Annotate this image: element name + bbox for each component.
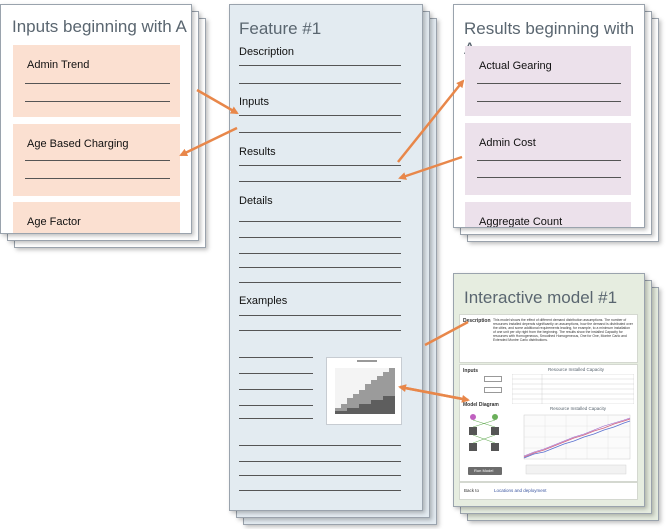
feature-examples-label: Examples	[239, 295, 288, 307]
input-card-age-based-charging[interactable]: Age Based Charging	[13, 124, 180, 196]
arrow-feature-to-model	[424, 320, 469, 347]
step-chart-icon	[335, 360, 395, 414]
table-title: Resource Installed Capacity	[548, 367, 605, 372]
example-chart-thumbnail[interactable]	[326, 357, 402, 425]
footer-locations-link[interactable]: Locations and deployment	[494, 488, 547, 493]
result-card-actual-gearing[interactable]: Actual Gearing	[465, 46, 631, 116]
model-diagram	[469, 414, 499, 451]
run-model-button-label: Run Model	[474, 468, 494, 473]
input-slider[interactable]	[484, 376, 502, 382]
input-card-label: Age Factor	[27, 216, 81, 228]
footer-back-label: Back to	[464, 488, 480, 493]
inputs-panel-title: Inputs beginning with A	[12, 17, 187, 36]
arrow-input-to-feature	[196, 88, 239, 115]
result-card-label: Aggregate Count	[479, 216, 563, 228]
feature-description-label: Description	[239, 46, 295, 58]
feature-title: Feature #1	[239, 19, 322, 38]
feature-results-label: Results	[239, 146, 276, 158]
result-card-aggregate-count[interactable]: Aggregate Count	[465, 202, 631, 228]
model-inputs-label: Inputs	[463, 368, 478, 374]
result-card-label: Actual Gearing	[479, 60, 552, 72]
input-card-label: Age Based Charging	[27, 138, 129, 150]
capacity-chart	[523, 414, 631, 475]
feature-inputs-label: Inputs	[239, 96, 269, 108]
result-card-admin-cost[interactable]: Admin Cost	[465, 123, 631, 195]
input-card-admin-trend[interactable]: Admin Trend	[13, 45, 180, 117]
model-diagram-label: Model Diagram	[463, 402, 499, 408]
chart-title: Resource Installed Capacity	[550, 406, 607, 411]
capacity-table	[512, 374, 634, 404]
input-slider[interactable]	[484, 387, 502, 393]
input-card-age-factor[interactable]: Age Factor	[13, 202, 180, 233]
feature-details-label: Details	[239, 195, 273, 207]
model-title: Interactive model #1	[464, 288, 618, 307]
arrow-feature-results-to-result	[397, 79, 465, 163]
input-card-label: Admin Trend	[27, 59, 90, 71]
arrow-example-to-model	[399, 385, 470, 403]
run-model-button[interactable]: Run Model	[468, 467, 502, 475]
model-description-label: Description	[463, 318, 491, 324]
arrow-result-to-feature-results	[398, 155, 463, 180]
result-card-label: Admin Cost	[479, 137, 536, 149]
model-description-text: This model shows the effect of different…	[493, 318, 633, 343]
arrow-feature-to-input	[179, 126, 238, 157]
